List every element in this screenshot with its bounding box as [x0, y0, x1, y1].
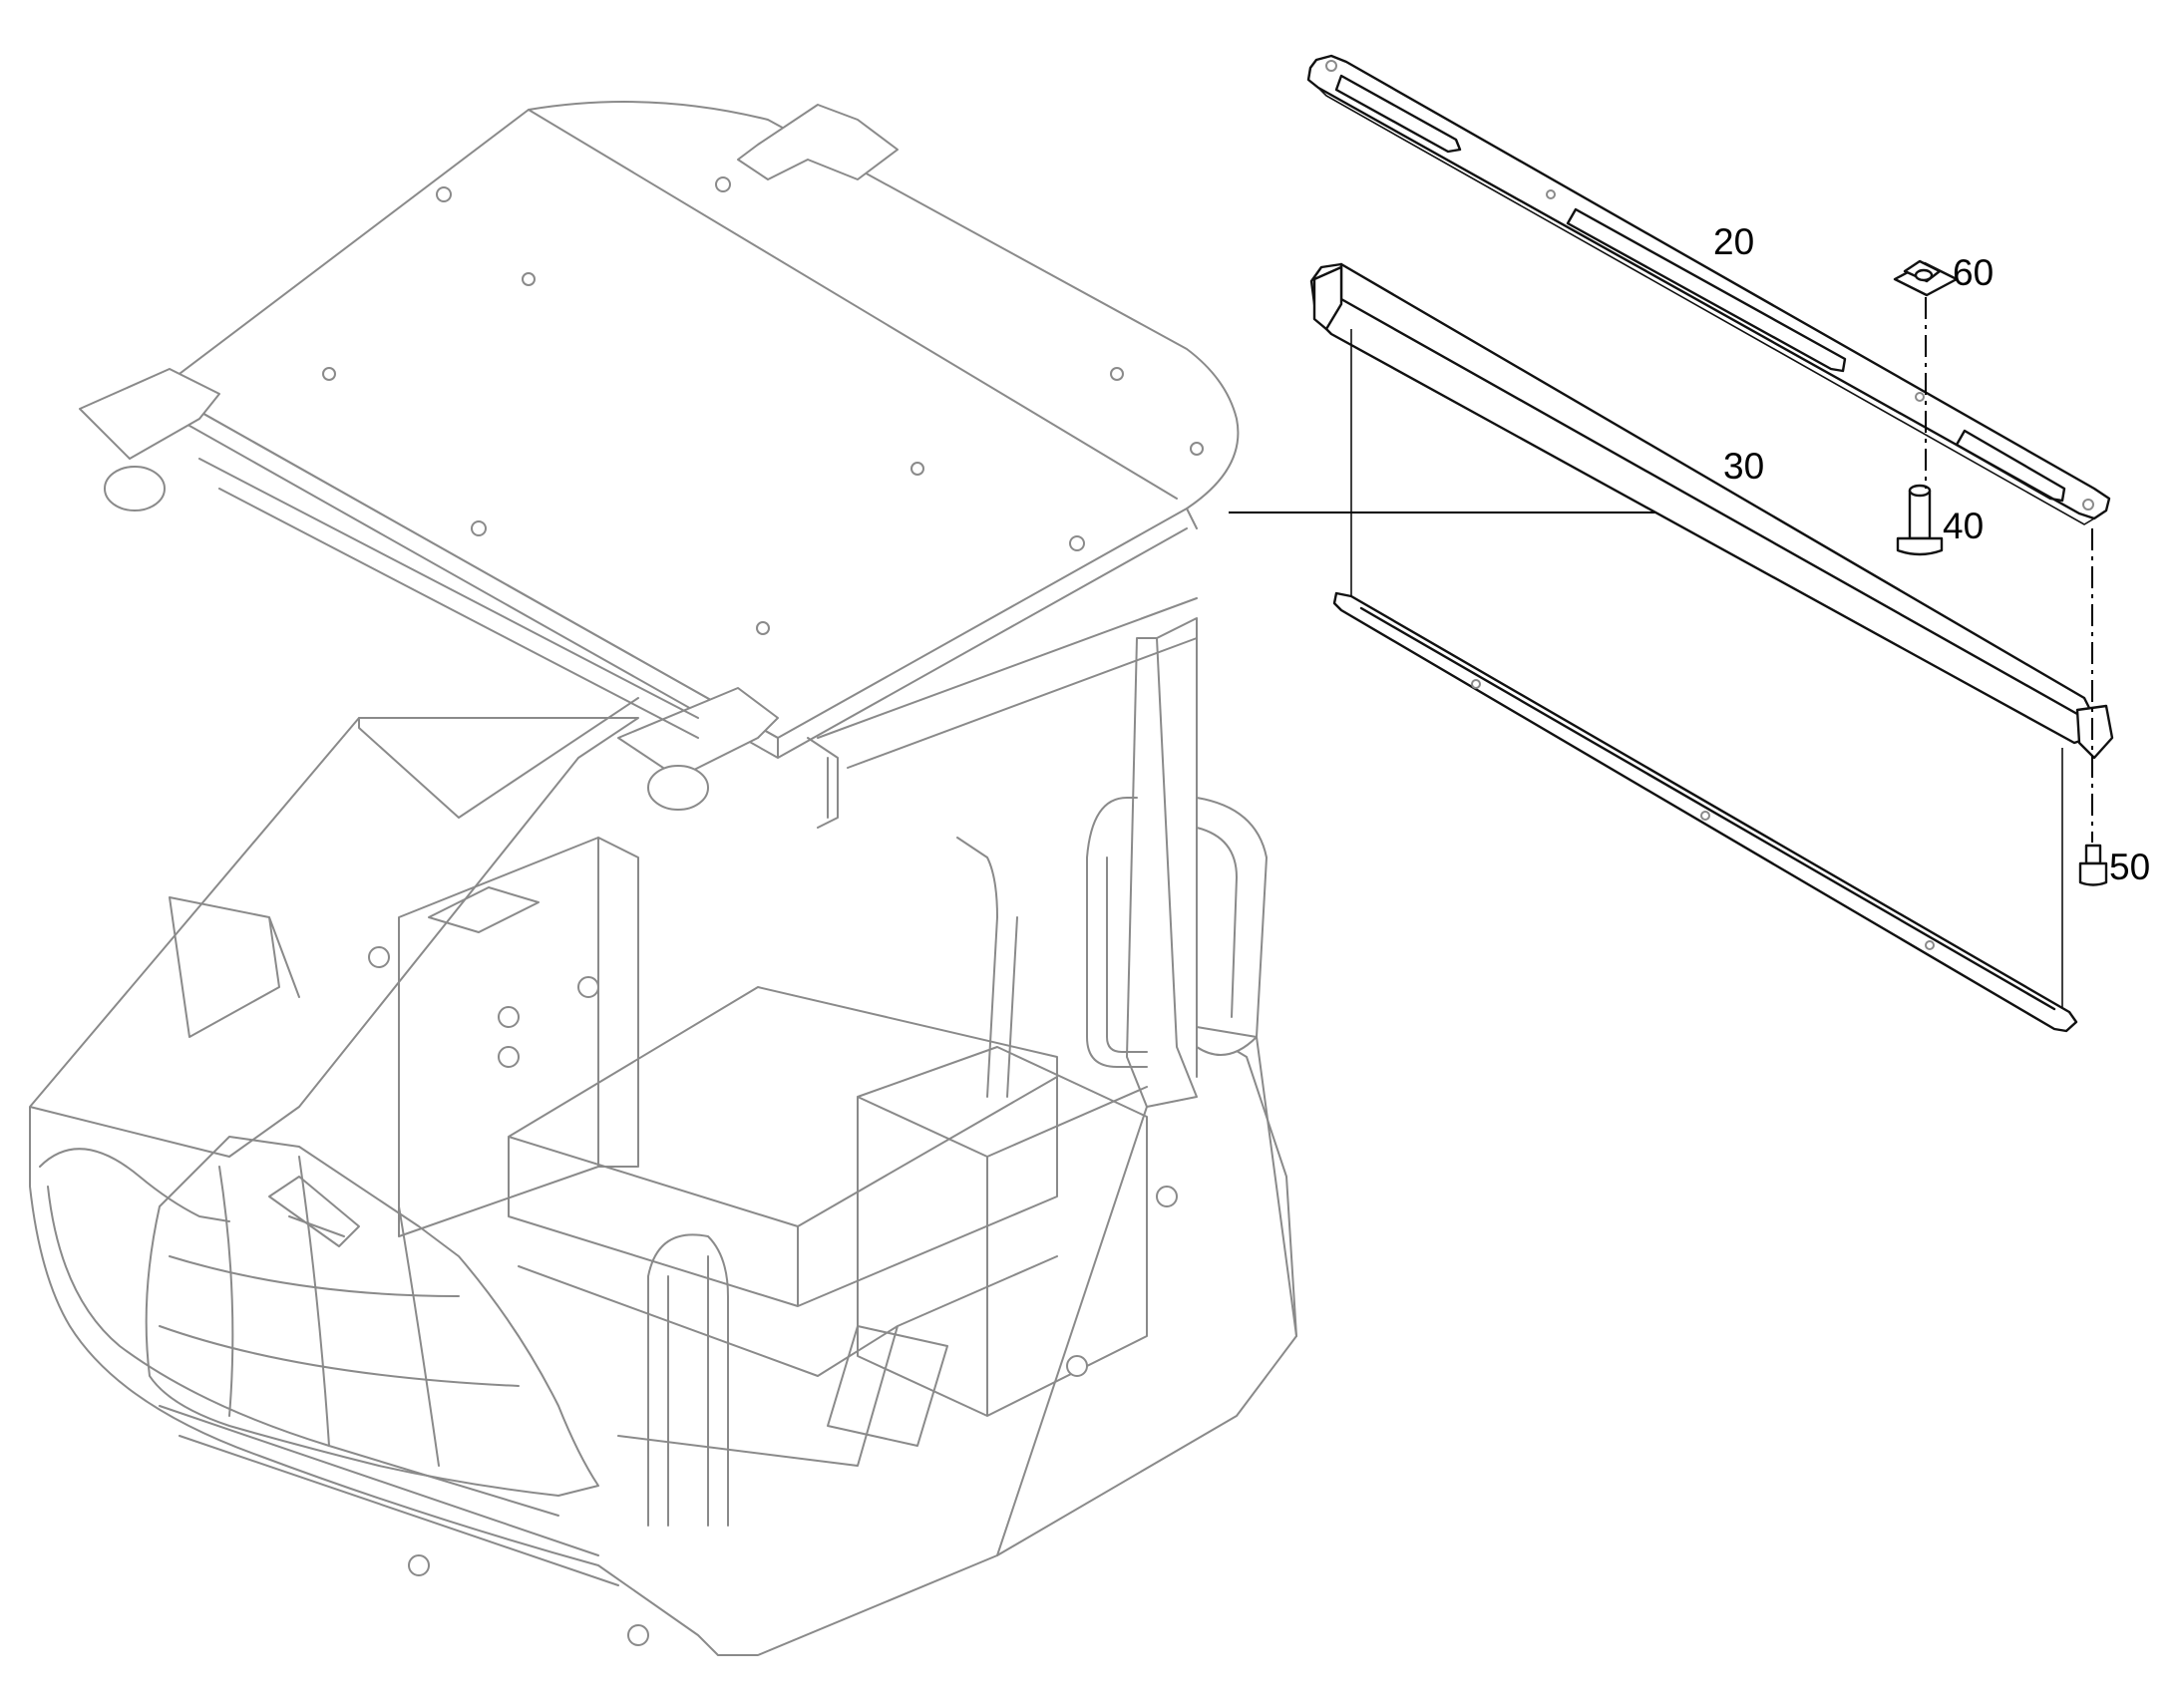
blind-bottom-bar-line [1359, 606, 2056, 1011]
cab-bolt [498, 1006, 520, 1028]
roof-hole [715, 176, 731, 192]
roof-hole [1110, 367, 1124, 381]
cab-right-fender-inner [1196, 827, 1238, 1018]
part-60-clip-nut [1893, 259, 1959, 297]
roller-end-cap-right [2075, 704, 2114, 760]
cab-rear-fender-left [39, 1148, 230, 1222]
screw-50-head [2078, 861, 2108, 886]
bolt-40-head [1896, 536, 1944, 556]
cab-rear-lower-bar [159, 1405, 619, 1586]
callout-60: 60 [1953, 252, 1994, 293]
mounting-rail-body [1306, 54, 2111, 520]
cab-rear-panel-emboss [145, 1136, 599, 1497]
cab-grab-bar [956, 837, 1018, 1098]
blind-bar-clip [1471, 679, 1481, 689]
roof-hole [910, 462, 924, 476]
cab-bolt [1156, 1186, 1178, 1207]
cab-bolt [408, 1554, 430, 1576]
roof-hole [471, 520, 487, 536]
cab-rear-shell [29, 1026, 1297, 1656]
cab-bolt [1066, 1355, 1088, 1377]
rail-hole [1915, 392, 1925, 402]
cab-bolt [577, 976, 599, 998]
cab-rear-fender-left-inner [47, 1186, 559, 1517]
cab-handrail-right [1086, 797, 1148, 1068]
roof-hole [1190, 442, 1204, 456]
rail-slot-right [1955, 429, 2066, 503]
part-50-screw [2078, 844, 2108, 886]
cab-right-front-lower [996, 1026, 1297, 1556]
roof-front-rail [198, 458, 1198, 769]
bolt-40-shank [1908, 489, 1932, 540]
cab-bolt [627, 1624, 649, 1646]
cab-right-step [827, 1325, 948, 1447]
roof-hole [1069, 535, 1085, 551]
blind-bar-clip [1700, 811, 1710, 821]
rail-hole [1546, 189, 1556, 199]
cab-right-fender [1196, 797, 1268, 1056]
cab-rear-handle-recess [268, 1176, 360, 1247]
screw-50-shank [2084, 844, 2102, 865]
cab-left-step [169, 896, 300, 1038]
mirror-knob-front [647, 765, 709, 811]
cab-handrail-left [647, 1233, 729, 1527]
mounting-rail-flange [1317, 87, 2095, 525]
roller-end-cap-left [1312, 265, 1343, 331]
rail-hole [2082, 499, 2094, 511]
cab-console-left-top [428, 886, 540, 933]
cab-roof-top-plate [159, 109, 1178, 739]
cab-roof [159, 101, 1240, 739]
callout-40: 40 [1943, 506, 1984, 546]
callout-50: 50 [2109, 847, 2150, 887]
cab-console-left [398, 837, 639, 1237]
mirror-knob-left [104, 466, 166, 512]
part-40-bolt [1896, 484, 1944, 556]
roof-bracket-rear [737, 104, 899, 180]
rail-slot-middle [1566, 207, 1847, 373]
clip-nut-hole [1914, 268, 1934, 282]
rail-hole [1325, 60, 1337, 72]
rail-slot-left [1334, 74, 1462, 154]
roof-hole [322, 367, 336, 381]
roof-hole [436, 186, 452, 202]
roof-hole [522, 272, 536, 286]
callout-20: 20 [1713, 221, 1754, 262]
part-30-roller-blind [1309, 262, 2114, 1033]
roof-bracket-front [617, 687, 779, 779]
cab-right-console [857, 1046, 1148, 1417]
cab-bolt [368, 946, 390, 968]
cab-seat-box [508, 986, 1058, 1307]
cab-bolt [498, 1046, 520, 1068]
cab-rear-panel-grid [159, 1156, 520, 1467]
part-20-mounting-rail [1306, 54, 2111, 525]
roof-hole [756, 621, 770, 635]
blind-bar-clip [1925, 940, 1935, 950]
callout-30: 30 [1723, 446, 1764, 487]
cab-left-wall-edge [358, 697, 639, 819]
cab-assembly [29, 101, 1297, 1656]
roof-wiper-post [807, 737, 839, 829]
roof-bracket-left [79, 368, 220, 460]
